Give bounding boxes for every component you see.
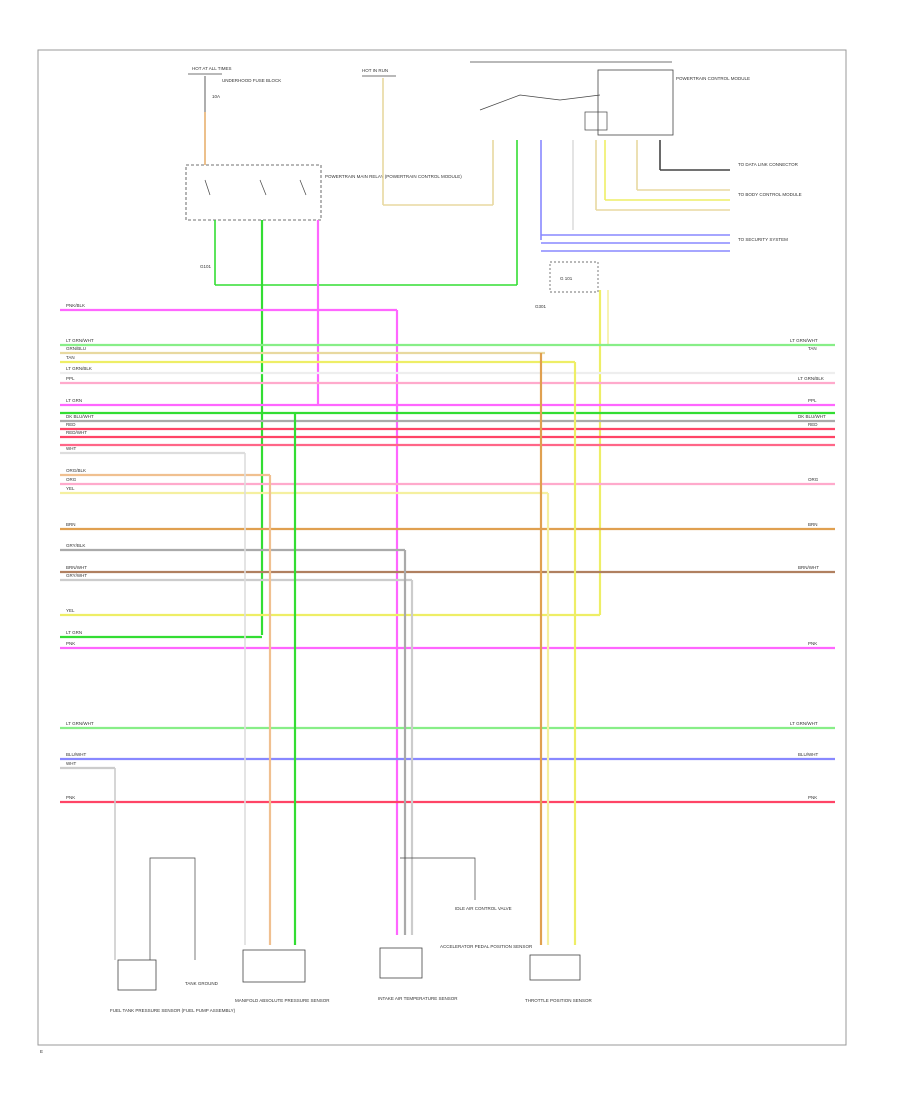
svg-text:LT GRN/WHT: LT GRN/WHT — [790, 721, 818, 726]
svg-text:LT GRN/BLK: LT GRN/BLK — [66, 366, 92, 371]
svg-text:BLU/WHT: BLU/WHT — [798, 752, 819, 757]
svg-text:RED: RED — [66, 422, 76, 427]
svg-text:PNK: PNK — [808, 641, 817, 646]
svg-text:GRN/BLU: GRN/BLU — [66, 346, 86, 351]
pcm-label: POWERTRAIN CONTROL MODULE — [676, 76, 750, 81]
svg-text:WHT: WHT — [66, 761, 76, 766]
svg-text:ORG: ORG — [66, 477, 77, 482]
right-label-3: TO SECURITY SYSTEM — [738, 237, 788, 242]
svg-text:PNK/BLK: PNK/BLK — [66, 303, 85, 308]
svg-text:BRN/WHT: BRN/WHT — [798, 565, 819, 570]
hot-in-run-label: HOT IN RUN — [362, 68, 388, 73]
throttle-sensor-label: THROTTLE POSITION SENSOR — [525, 998, 593, 1003]
svg-text:DK BLU/WHT: DK BLU/WHT — [66, 414, 94, 419]
svg-text:BRN/WHT: BRN/WHT — [66, 565, 87, 570]
svg-text:PPL: PPL — [66, 376, 75, 381]
tank-ground-label: TANK GROUND — [185, 981, 219, 986]
fuse-10a-label: 10A — [212, 94, 220, 99]
svg-text:RED: RED — [808, 422, 818, 427]
svg-text:BLU/WHT: BLU/WHT — [66, 752, 87, 757]
svg-text:GRY/WHT: GRY/WHT — [66, 573, 87, 578]
svg-text:LT GRN/WHT: LT GRN/WHT — [66, 721, 94, 726]
intake-sensor-label: INTAKE AIR TEMPERATURE SENSOR — [378, 996, 458, 1001]
svg-text:LT GRN/WHT: LT GRN/WHT — [66, 338, 94, 343]
accel-switch-label: ACCELERATOR PEDAL POSITION SENSOR — [440, 944, 533, 949]
svg-text:TAN: TAN — [808, 346, 817, 351]
fuse-name-label: UNDERHOOD FUSE BLOCK — [222, 78, 281, 83]
svg-text:ORG/BLK: ORG/BLK — [66, 468, 86, 473]
svg-text:WHT: WHT — [66, 446, 76, 451]
ground-g101: G101 — [200, 264, 212, 269]
tank-pressure-sensor-box — [117, 959, 157, 991]
idle-sensor-label: IDLE AIR CONTROL VALVE — [455, 906, 512, 911]
svg-text:YEL: YEL — [66, 608, 75, 613]
svg-text:LT GRN: LT GRN — [66, 398, 82, 403]
wire-labels-right: LT GRN/WHT TAN LT GRN/BLK PPL DK BLU/WHT… — [790, 338, 826, 800]
svg-text:BRN: BRN — [66, 522, 76, 527]
pcm-box — [597, 69, 674, 136]
powertrain-relay-label: POWERTRAIN MAIN RELAY (POWERTRAIN CONTRO… — [325, 174, 462, 179]
diagram-frame — [37, 49, 847, 1046]
svg-text:GRY/BLK: GRY/BLK — [66, 543, 85, 548]
page-id: E — [40, 1049, 43, 1054]
svg-text:PNK: PNK — [808, 795, 817, 800]
g-ct-label: G 101 — [560, 276, 573, 281]
svg-text:PNK: PNK — [66, 641, 75, 646]
svg-text:PPL: PPL — [808, 398, 817, 403]
svg-text:RED/WHT: RED/WHT — [66, 430, 87, 435]
manifold-sensor-box — [242, 949, 306, 983]
svg-text:LT GRN/BLK: LT GRN/BLK — [798, 376, 824, 381]
fuse-block-label: HOT AT ALL TIMES — [192, 66, 232, 71]
powertrain-relay-box — [185, 164, 322, 221]
right-label-1: TO DATA LINK CONNECTOR — [738, 162, 799, 167]
svg-text:YEL: YEL — [66, 486, 75, 491]
svg-text:ORG: ORG — [808, 477, 819, 482]
svg-text:BRN: BRN — [808, 522, 818, 527]
ground-g301: G301 — [535, 304, 547, 309]
wire-labels-left: PNK/BLK LT GRN/WHT GRN/BLU TAN LT GRN/BL… — [66, 303, 94, 800]
svg-text:LT GRN: LT GRN — [66, 630, 82, 635]
svg-text:LT GRN/WHT: LT GRN/WHT — [790, 338, 818, 343]
throttle-sensor-box — [529, 954, 581, 981]
svg-text:TAN: TAN — [66, 355, 75, 360]
manifold-sensor-label: MANIFOLD ABSOLUTE PRESSURE SENSOR — [235, 998, 330, 1003]
intake-sensor-box — [379, 947, 423, 979]
right-label-2: TO BODY CONTROL MODULE — [738, 192, 802, 197]
svg-text:PNK: PNK — [66, 795, 75, 800]
svg-text:DK BLU/WHT: DK BLU/WHT — [798, 414, 826, 419]
tank-pressure-sensor-label: FUEL TANK PRESSURE SENSOR (FUEL PUMP ASS… — [110, 1008, 236, 1013]
bus-wires — [60, 308, 835, 804]
